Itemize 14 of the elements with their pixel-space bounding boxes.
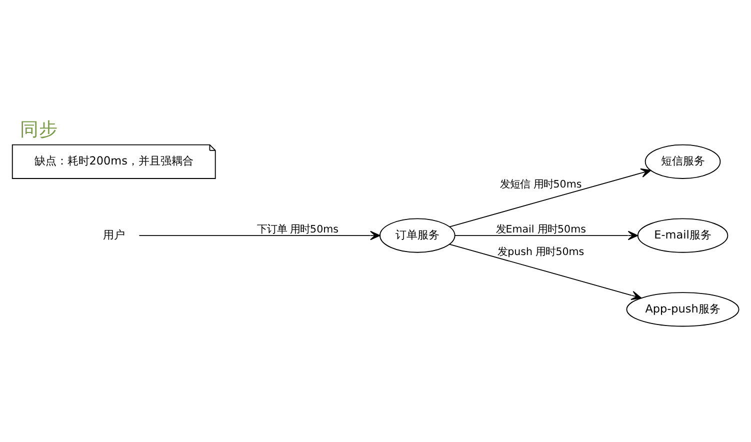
arrow <box>449 168 652 227</box>
edge-label: 发短信 用时50ms <box>500 178 582 190</box>
node-ellipse: App-push服务 <box>626 292 740 326</box>
arrow <box>449 243 642 300</box>
edge-label: 发Email 用时50ms <box>496 223 586 236</box>
diagram-title: 同步 <box>20 118 58 140</box>
node-ellipse: E-mail服务 <box>637 218 728 252</box>
node-ellipse: 短信服务 <box>644 144 721 178</box>
arrow <box>138 230 380 240</box>
edge-label: 下订单 用时50ms <box>256 223 338 236</box>
edge-label: 发push 用时50ms <box>498 245 584 258</box>
node-text: 用户 <box>102 228 125 241</box>
arrow <box>454 230 638 240</box>
node-ellipse: 订单服务 <box>379 218 456 252</box>
